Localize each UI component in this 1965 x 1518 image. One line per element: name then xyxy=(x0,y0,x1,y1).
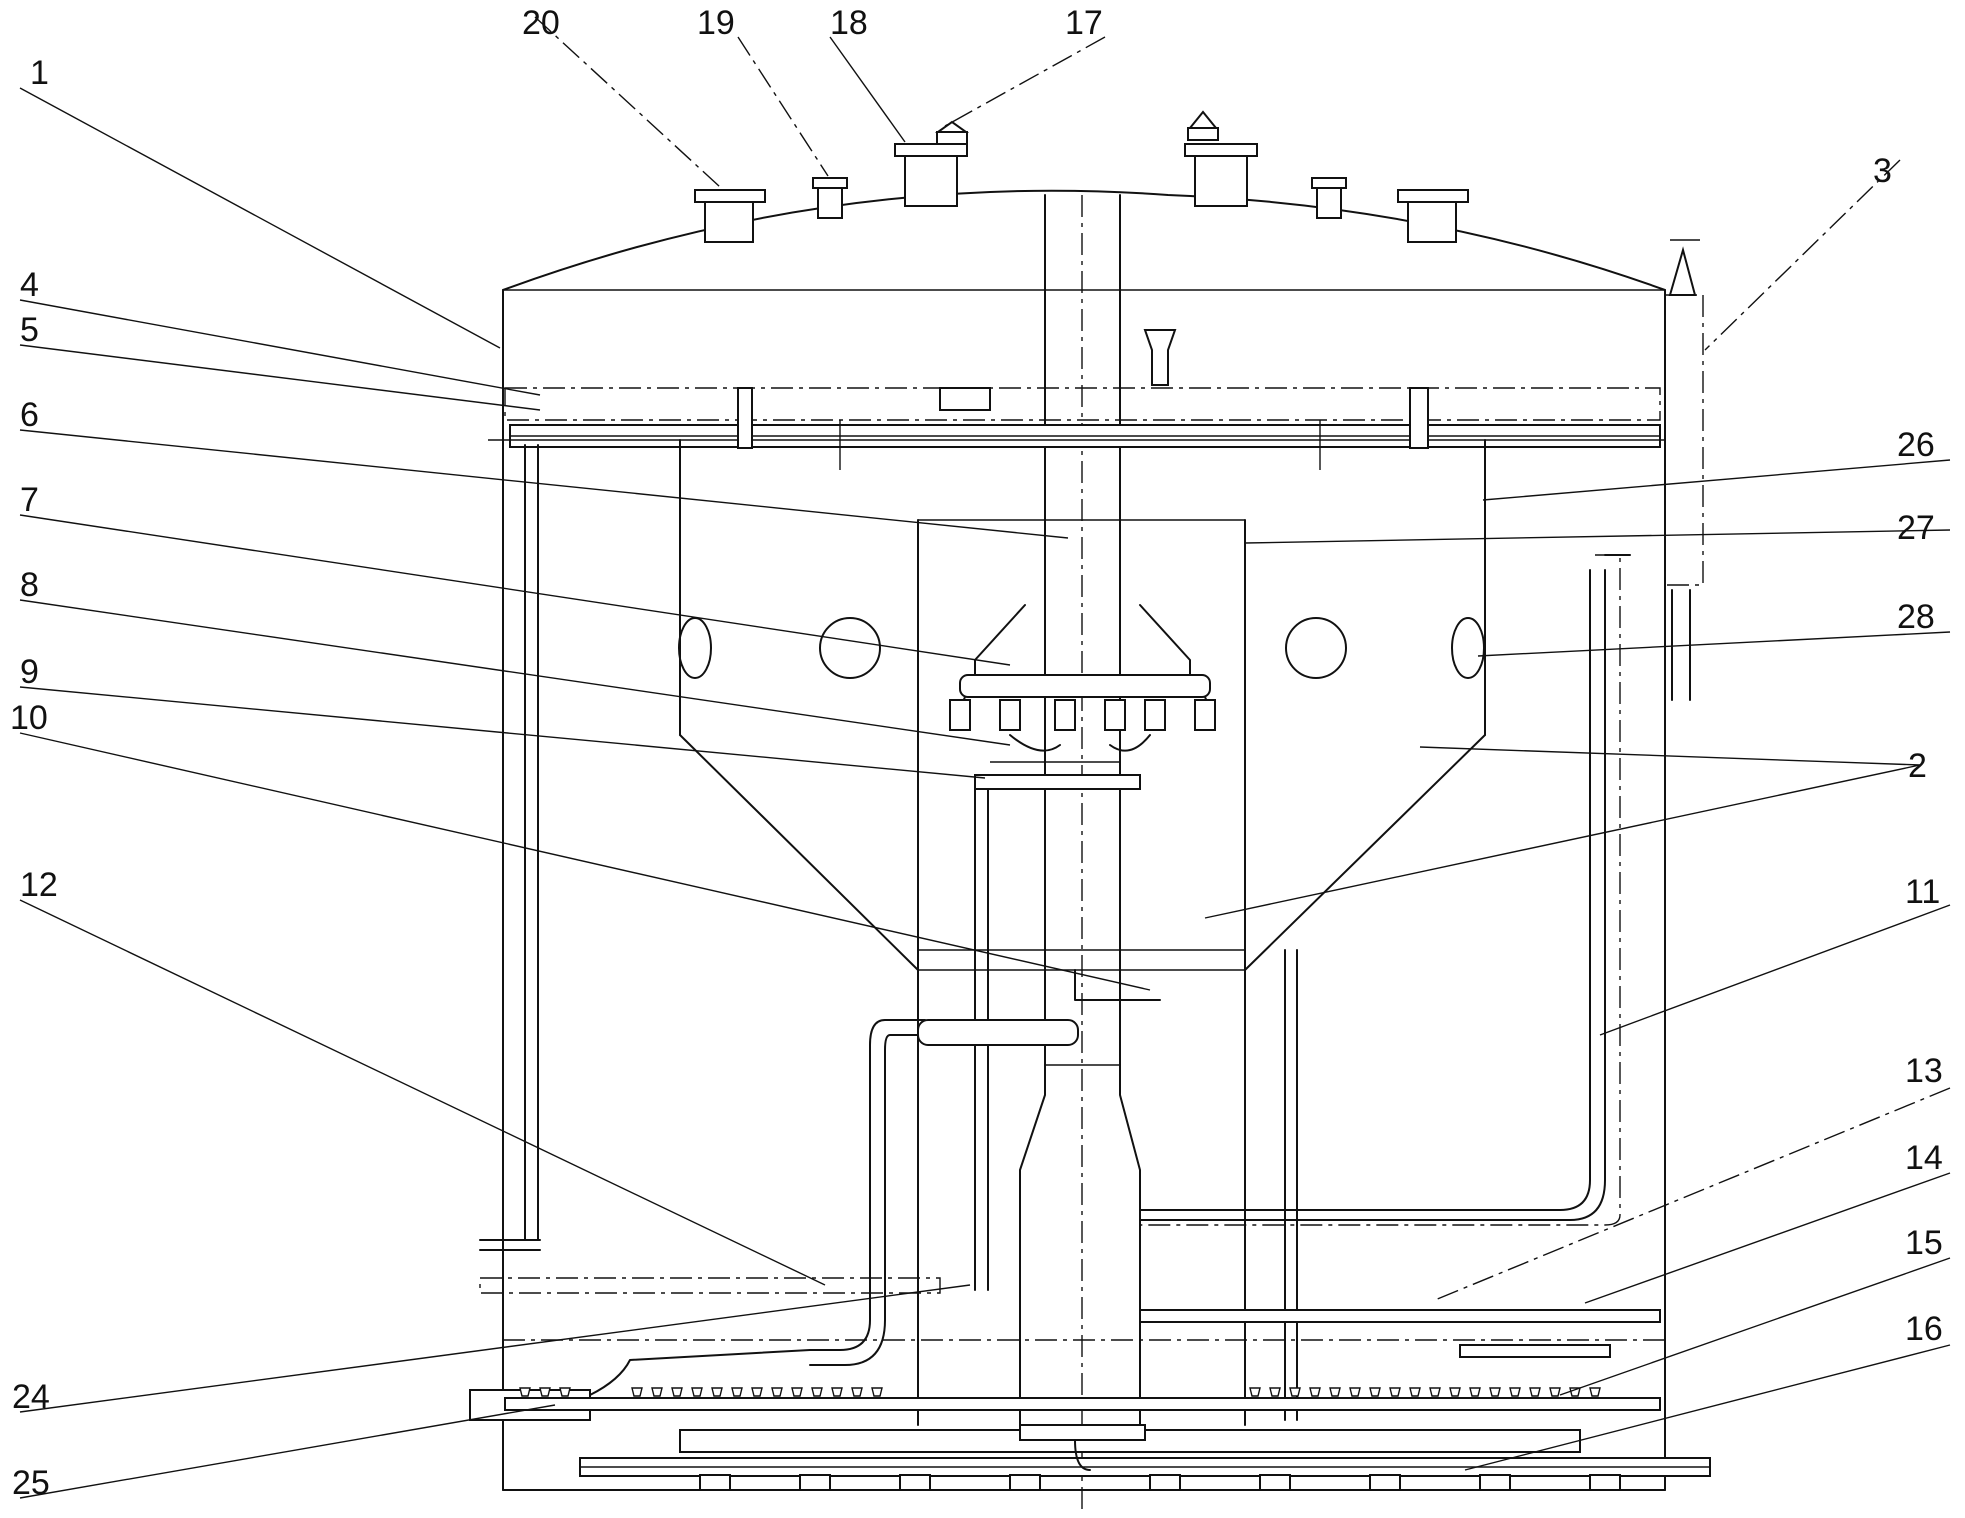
label-16: 16 xyxy=(1905,1310,1943,1348)
label-11: 11 xyxy=(1905,873,1940,911)
label-25: 25 xyxy=(12,1464,50,1502)
label-13: 13 xyxy=(1905,1052,1943,1090)
label-9: 9 xyxy=(20,653,39,691)
label-26: 26 xyxy=(1897,426,1935,464)
external-pipe-3 xyxy=(1664,239,1704,701)
spray-cluster xyxy=(949,604,1216,1291)
label-4: 4 xyxy=(20,266,39,304)
reference-labels: 1 2 3 4 5 6 7 8 9 10 11 12 13 14 15 16 1… xyxy=(10,4,1943,1502)
label-6: 6 xyxy=(20,396,39,434)
label-17: 17 xyxy=(1065,4,1103,42)
label-12: 12 xyxy=(20,866,58,904)
label-10: 10 xyxy=(10,699,48,737)
label-24: 24 xyxy=(12,1378,50,1416)
pipework xyxy=(469,444,1631,1421)
leader-lines xyxy=(19,16,1951,1499)
top-nozzles xyxy=(694,110,1469,243)
label-20: 20 xyxy=(522,4,560,42)
vessel-shell xyxy=(502,189,1666,1491)
label-27: 27 xyxy=(1897,509,1935,547)
label-28: 28 xyxy=(1897,598,1935,636)
label-1: 1 xyxy=(30,54,49,92)
label-14: 14 xyxy=(1905,1139,1943,1177)
inner-hopper xyxy=(678,439,1486,1426)
label-15: 15 xyxy=(1905,1224,1943,1262)
bottom-distributor xyxy=(503,1309,1711,1491)
central-pipe xyxy=(1019,194,1141,1510)
label-5: 5 xyxy=(20,311,39,349)
label-8: 8 xyxy=(20,566,39,604)
top-headers xyxy=(488,329,1665,470)
nozzle-row xyxy=(519,1387,1601,1397)
label-3: 3 xyxy=(1873,152,1892,190)
label-18: 18 xyxy=(830,4,868,42)
label-19: 19 xyxy=(697,4,735,42)
label-7: 7 xyxy=(20,481,39,519)
label-2: 2 xyxy=(1908,747,1927,785)
